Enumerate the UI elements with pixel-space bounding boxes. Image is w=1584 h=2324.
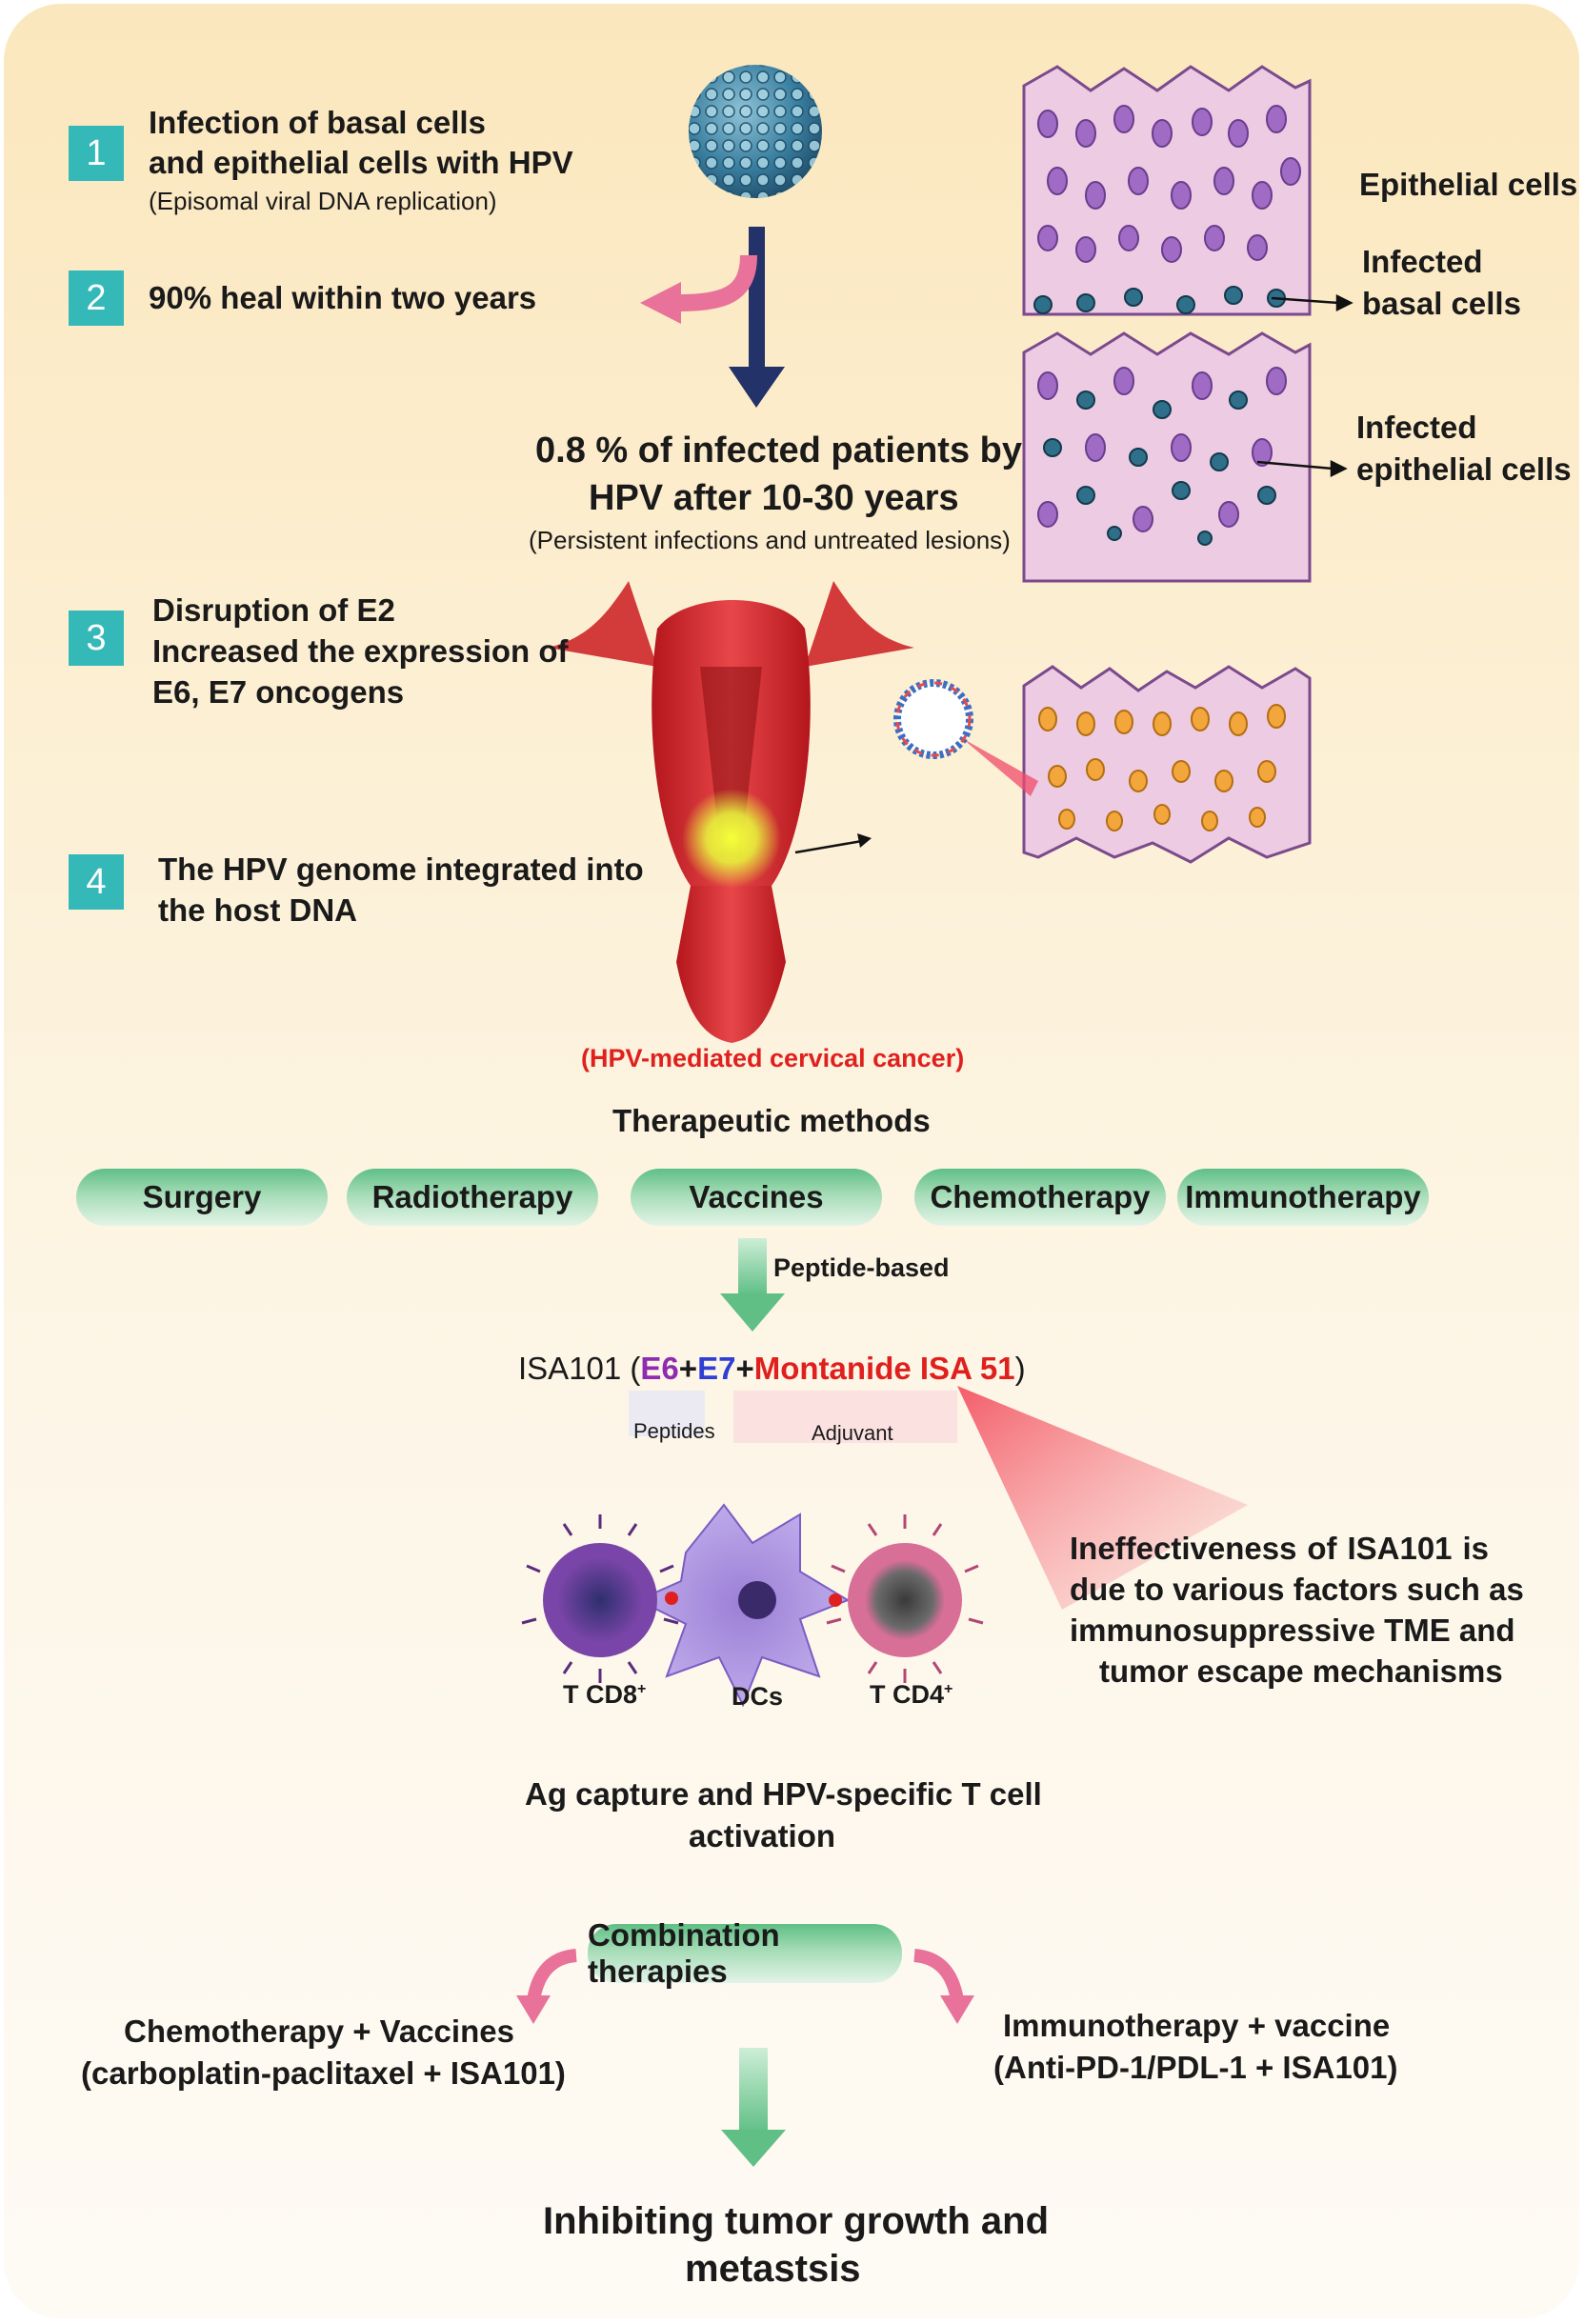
therapy-immunotherapy: Immunotherapy	[1177, 1169, 1429, 1226]
pink-cone	[957, 1386, 1248, 1610]
isa-plus-1: +	[678, 1351, 698, 1386]
adjuvant-box	[733, 1391, 957, 1443]
ineffective-line-1: Ineffectiveness of ISA101 is	[1070, 1531, 1489, 1566]
label-infected-basal-1: Infected	[1362, 244, 1483, 279]
step-3-line-1: Disruption of E2	[152, 592, 395, 628]
t-cd8-sup: +	[637, 1681, 647, 1697]
label-infected-epi-2: epithelial cells	[1356, 451, 1572, 487]
ineffective-line-4: tumor escape mechanisms	[1099, 1653, 1503, 1689]
label-t-cd4: T CD4+	[870, 1680, 952, 1710]
dendritic-cell-icon	[635, 1503, 851, 1708]
step-3-line-2: Increased the expression of	[152, 633, 569, 669]
ineffective-line-2: due to various factors such as	[1070, 1572, 1524, 1607]
ineffective-line-3: immunosuppressive TME and	[1070, 1613, 1515, 1648]
tissue-infected-icon	[1022, 331, 1312, 583]
green-arrow-peptide	[720, 1238, 785, 1332]
therapeutic-title: Therapeutic methods	[612, 1103, 931, 1138]
label-infected-epi-1: Infected	[1356, 410, 1477, 445]
label-epithelial-cells: Epithelial cells	[1359, 167, 1578, 202]
label-dcs: DCs	[732, 1682, 784, 1711]
t-cd4-cell-icon	[826, 1514, 984, 1683]
outcome-line-2: metastsis	[685, 2248, 861, 2290]
combo-right-line-2: (Anti-PD-1/PDL-1 + ISA101)	[993, 2050, 1398, 2085]
t-cd4-text: T CD4	[870, 1680, 945, 1709]
peptides-label: Peptides	[633, 1419, 715, 1443]
combo-left-line-1: Chemotherapy + Vaccines	[124, 2013, 514, 2049]
t-cd8-text: T CD8	[563, 1680, 638, 1709]
combo-right-line-1: Immunotherapy + vaccine	[1003, 2008, 1391, 2043]
peptides-box	[629, 1391, 705, 1436]
step-1-line-1: Infection of basal cells	[149, 105, 486, 140]
step-number-3: 3	[69, 611, 124, 666]
outcome-line-1: Inhibiting tumor growth and	[543, 2200, 1050, 2242]
peptide-based-label: Peptide-based	[773, 1253, 950, 1282]
isa-suffix: )	[1014, 1351, 1026, 1386]
isa-e6: E6	[640, 1351, 679, 1386]
label-pointer-arrows	[1256, 293, 1353, 478]
adjuvant-label: Adjuvant	[812, 1421, 893, 1445]
step-number-4: 4	[69, 854, 124, 910]
navy-down-arrow	[729, 227, 785, 408]
label-infected-basal-2: basal cells	[1362, 286, 1521, 321]
uterus-icon	[548, 581, 914, 1043]
progression-note: (Persistent infections and untreated les…	[529, 526, 1011, 554]
step-3-line-3: E6, E7 oncogens	[152, 674, 405, 710]
label-t-cd8: T CD8+	[563, 1680, 646, 1710]
activation-line-2: activation	[689, 1818, 836, 1853]
step-4-line-2: the host DNA	[158, 892, 357, 928]
isa101-formula: ISA101 (E6+E7+Montanide ISA 51)	[518, 1351, 1026, 1387]
progression-line-1: 0.8 % of infected patients by	[535, 431, 1022, 471]
cancer-label: (HPV-mediated cervical cancer)	[581, 1044, 965, 1072]
combo-left-line-2: (carboplatin-paclitaxel + ISA101)	[81, 2055, 566, 2091]
hpv-virus-icon	[689, 65, 822, 198]
step-4-line-1: The HPV genome integrated into	[158, 851, 644, 887]
therapy-radiotherapy: Radiotherapy	[347, 1169, 598, 1226]
therapy-chemotherapy: Chemotherapy	[914, 1169, 1166, 1226]
step-number-2: 2	[69, 270, 124, 326]
combination-right-arrow	[913, 1949, 974, 2024]
step-number-1: 1	[69, 126, 124, 181]
isa-adjuvant-name: Montanide ISA 51	[753, 1351, 1015, 1386]
activation-line-1: Ag capture and HPV-specific T cell	[525, 1776, 1042, 1812]
therapy-surgery: Surgery	[76, 1169, 328, 1226]
isa-prefix: ISA101 (	[518, 1351, 641, 1386]
step-1-line-2: and epithelial cells with HPV	[149, 145, 573, 180]
step-1-note: (Episomal viral DNA replication)	[149, 187, 497, 215]
pink-curved-arrow	[675, 254, 757, 311]
dna-plasmid-icon	[893, 679, 1038, 796]
isa-plus-2: +	[735, 1351, 754, 1386]
t-cd4-sup: +	[944, 1681, 953, 1697]
isa-e7: E7	[697, 1351, 736, 1386]
progression-line-2: HPV after 10-30 years	[589, 478, 959, 518]
tissue-cancer-icon	[1022, 665, 1312, 864]
therapy-vaccines: Vaccines	[631, 1169, 882, 1226]
combination-left-arrow	[516, 1949, 577, 2024]
tissue-healthy-icon	[1022, 65, 1312, 316]
step-2-line-1: 90% heal within two years	[149, 280, 537, 315]
green-arrow-outcome	[721, 2048, 786, 2167]
combination-therapies-pill: Combination therapies	[588, 1917, 902, 1989]
t-cd8-cell-icon	[521, 1514, 679, 1683]
